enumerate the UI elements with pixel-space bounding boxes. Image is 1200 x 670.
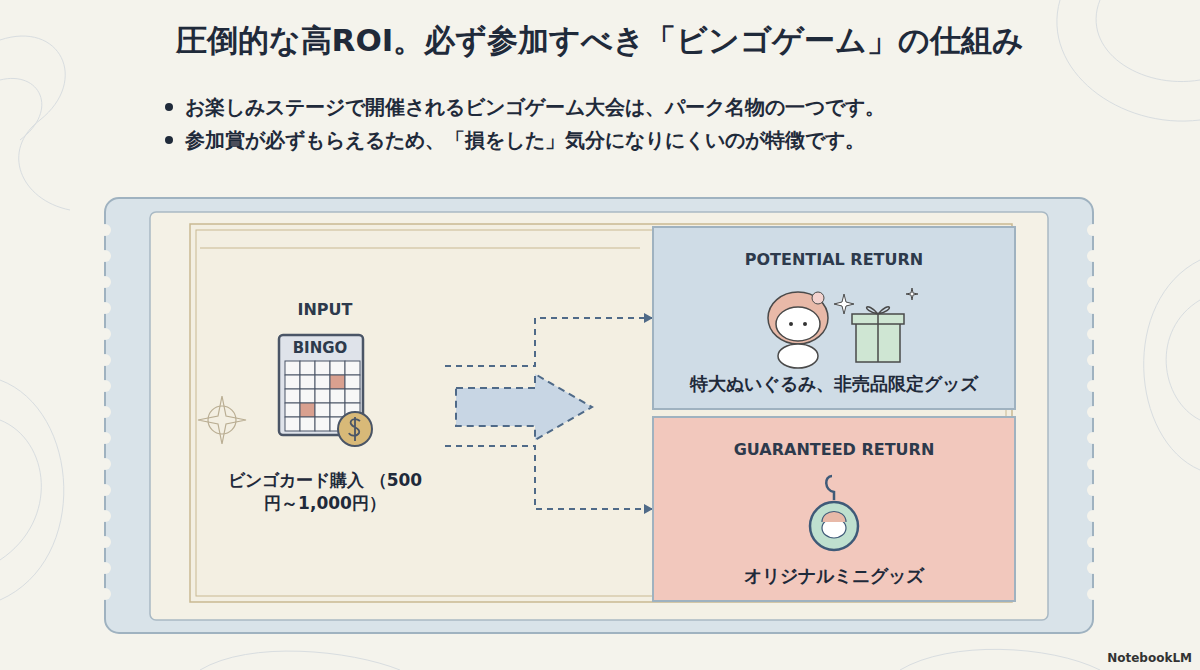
- ticket-notch: [99, 562, 111, 574]
- return-body: オリジナルミニグッズ: [744, 564, 924, 588]
- card-cell: [315, 417, 330, 431]
- card-cell: [300, 417, 315, 431]
- card-cell: [285, 389, 300, 403]
- guaranteed-return-box: GUARANTEED RETURN オリジナルミニグッズ: [652, 416, 1016, 602]
- ticket-notch: [99, 510, 111, 522]
- card-cell: [285, 403, 300, 417]
- ticket-notch: [1087, 536, 1099, 548]
- ticket-notch: [99, 302, 111, 314]
- ticket-notch: [1087, 250, 1099, 262]
- bullet-label: 参加賞が必ずもらえるため、「損をした」気分になりにくいのが特徴です。: [185, 128, 865, 152]
- card-cell: [300, 403, 315, 417]
- card-cell: [315, 403, 330, 417]
- ticket-notch: [99, 276, 111, 288]
- ticket-notch: [99, 354, 111, 366]
- ticket-notch: [1087, 562, 1099, 574]
- title: 圧倒的な高ROI。必ず参加すべき「ビンゴゲーム」の仕組み: [0, 20, 1200, 62]
- panel-heading: INPUT: [298, 300, 353, 319]
- card-cell: [315, 389, 330, 403]
- card-cell: [345, 361, 360, 375]
- ticket-notch: [1087, 458, 1099, 470]
- return-illustration: [736, 280, 936, 370]
- return-illustration: [736, 470, 936, 560]
- card-cell: [300, 375, 315, 389]
- sparkle: [906, 288, 918, 300]
- card-cell: [330, 375, 345, 389]
- card-cell: [330, 361, 345, 375]
- watermark: NotebookLM: [1107, 651, 1192, 665]
- bullet-text: 参加賞が必ずもらえるため、「損をした」気分になりにくいのが特徴です。: [185, 127, 865, 154]
- keychain-charm: [810, 502, 858, 550]
- ticket-notch: [1087, 406, 1099, 418]
- plush-face: [776, 307, 820, 341]
- plush-hood: [768, 292, 828, 344]
- ticket-notch: [1087, 588, 1099, 600]
- ticket-notch: [99, 536, 111, 548]
- ticket-notch: [99, 484, 111, 496]
- input-panel: INPUT BINGO ビンゴカード購入 （500円～1,000円）: [205, 240, 445, 590]
- bullet-label: お楽しみステージで開催されるビンゴゲーム大会は、パーク名物の一つです。: [185, 95, 885, 119]
- charm-hood: [822, 512, 846, 523]
- card-cell: [285, 417, 300, 431]
- coin: [338, 412, 372, 446]
- card-cell: [345, 375, 360, 389]
- bullet-dot: [165, 103, 173, 111]
- card-cell: [330, 403, 345, 417]
- card-cell: [300, 389, 315, 403]
- gift-ribbon: [867, 307, 890, 362]
- card-cell: [315, 361, 330, 375]
- bullet-dot: [165, 136, 173, 144]
- plush-eye: [789, 322, 793, 326]
- ticket-notch: [1087, 224, 1099, 236]
- ticket-notch: [99, 432, 111, 444]
- potential-return-box: POTENTIAL RETURN 特大ぬいぐるみ、非売品限定グッズ: [652, 226, 1016, 410]
- ticket-notch: [1087, 484, 1099, 496]
- dashed-connector: [445, 446, 652, 509]
- card-cell: [315, 375, 330, 389]
- ticket-notch: [1087, 328, 1099, 340]
- ticket-notch: [99, 406, 111, 418]
- keyring-hook: [826, 476, 834, 500]
- big-arrow: [450, 370, 600, 445]
- ticket-notch: [1087, 354, 1099, 366]
- ticket-notch: [1087, 510, 1099, 522]
- card-cell: [285, 375, 300, 389]
- ticket-notch: [99, 588, 111, 600]
- ticket-notch: [1087, 380, 1099, 392]
- card-cell: [330, 389, 345, 403]
- ticket-notch: [99, 328, 111, 340]
- ticket-notch: [99, 250, 111, 262]
- card-cell: [345, 389, 360, 403]
- ticket-notch: [1087, 302, 1099, 314]
- ticket-notch: [1087, 276, 1099, 288]
- plush-flower: [812, 292, 824, 304]
- bingo-card: BINGO: [277, 333, 373, 451]
- ticket-notch: [99, 380, 111, 392]
- coin-sign: [349, 417, 360, 441]
- return-body: 特大ぬいぐるみ、非売品限定グッズ: [690, 372, 978, 396]
- return-heading: POTENTIAL RETURN: [745, 250, 923, 269]
- card-heading: BINGO: [277, 339, 363, 357]
- ticket-notch: [99, 224, 111, 236]
- return-heading: GUARANTEED RETURN: [734, 440, 935, 459]
- panel-body: ビンゴカード購入 （500円～1,000円）: [225, 469, 425, 515]
- ticket-notch: [1087, 432, 1099, 444]
- ticket-notch: [99, 458, 111, 470]
- dashed-connector: [445, 318, 652, 366]
- card-cell: [285, 361, 300, 375]
- sparkle: [834, 294, 854, 314]
- card-cell: [300, 361, 315, 375]
- bullet-text: お楽しみステージで開催されるビンゴゲーム大会は、パーク名物の一つです。: [185, 94, 885, 121]
- plush-eye: [803, 322, 807, 326]
- plush-body: [778, 344, 818, 368]
